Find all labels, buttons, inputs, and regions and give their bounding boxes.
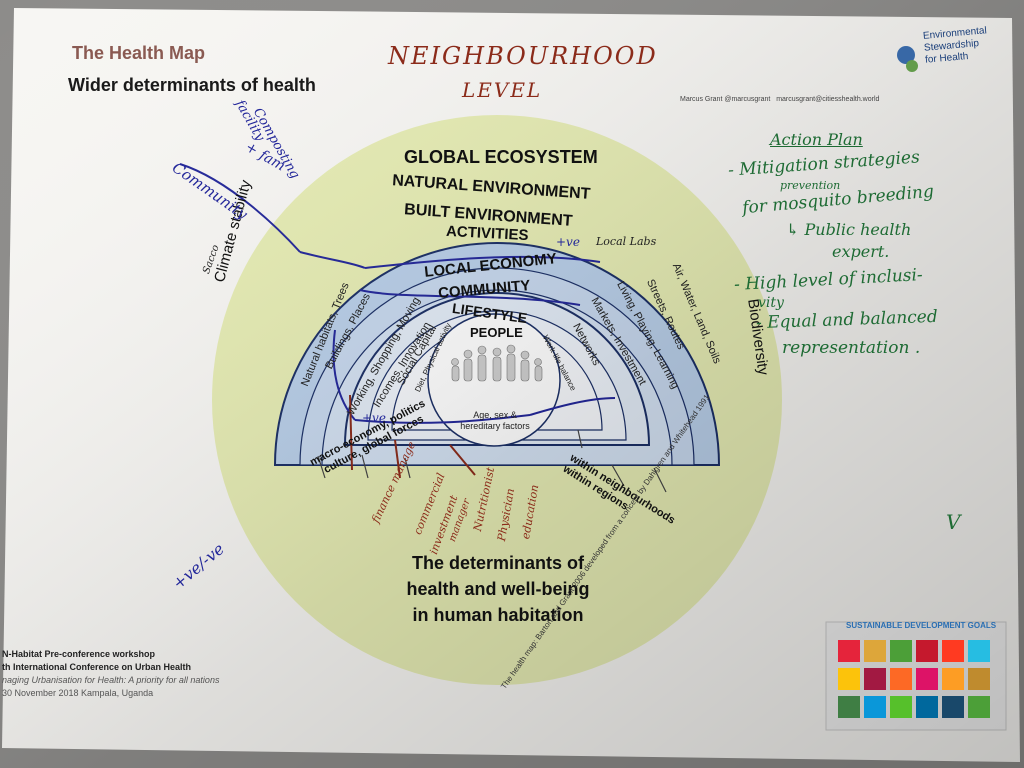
sdg-tile [864,668,886,690]
caption-line: in human habitation [412,605,584,625]
heading-level: LEVEL [462,78,543,102]
age-sex-label: Age, sex & hereditary factors [456,410,534,432]
tick-mark: V [946,510,961,534]
sdg-grid [838,640,998,724]
action-line: representation . [782,338,921,358]
age-sex-line: Age, sex & [473,410,517,420]
heading-neighbourhood: NEIGHBOURHOOD [388,42,658,70]
action-plan-title: Action Plan [770,130,863,149]
sdg-tile [968,668,990,690]
workshop-line: 30 November 2018 Kampala, Uganda [2,688,154,698]
action-line: prevention [780,179,841,192]
sdg-tile [890,640,912,662]
workshop-line: naging Urbanisation for Health: A priori… [2,675,220,685]
sdg-tile [864,640,886,662]
sdg-tile [838,696,860,718]
global-ecosystem-label: GLOBAL ECOSYSTEM [404,147,598,167]
caption-line: The determinants of [411,553,585,573]
sdg-tile [968,696,990,718]
credit-name: Marcus Grant @marcusgrant [680,96,771,103]
activities-label: ACTIVITIES [445,222,529,245]
action-line: ↳ Public health [786,220,912,239]
sdg-tile [916,668,938,690]
sdg-tile [838,668,860,690]
sdg-tile [968,640,990,662]
sdg-tile [942,696,964,718]
credit-email: marcusgrant@citiesshealth.world [776,96,880,103]
poster-subtitle: Wider determinants of health [68,75,316,95]
note-plus-1: +ve [556,235,580,249]
people-label: PEOPLE [470,325,523,340]
workshop-line: th International Conference on Urban Hea… [2,662,192,672]
sdg-tile [916,696,938,718]
sdg-label: SUSTAINABLE DEVELOPMENT GOALS [846,621,997,630]
main-caption: The determinants of health and well-bein… [380,550,616,628]
action-line: vity [758,295,784,311]
esh-logo-text: Environmental Stewardship for Health [923,25,990,66]
workshop-info: N-Habitat Pre-conference workshop th Int… [2,648,219,700]
sdg-tile [942,640,964,662]
sdg-tile [942,668,964,690]
poster-title: The Health Map [72,43,206,63]
credit-line: Marcus Grant @marcusgrant marcusgrant@ci… [680,96,879,103]
note-local-labs: Local Labs [596,235,657,248]
sdg-tile [890,696,912,718]
action-line: expert. [832,242,890,261]
sdg-tile [864,696,886,718]
caption-line: health and well-being [406,579,590,599]
sdg-tile [890,668,912,690]
workshop-line: N-Habitat Pre-conference workshop [2,649,156,659]
sdg-tile [916,640,938,662]
note-plus-2: +ve [362,411,386,425]
age-sex-line: hereditary factors [460,421,530,431]
sdg-tile [838,640,860,662]
